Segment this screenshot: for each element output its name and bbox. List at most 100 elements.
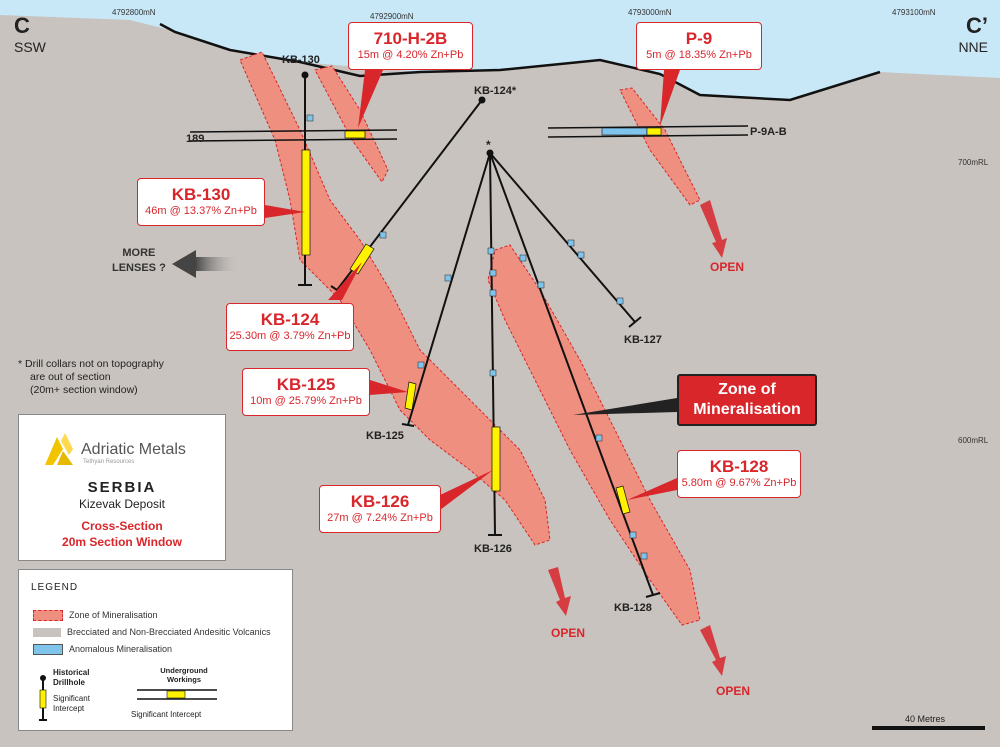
label-kb124-collar: KB-124*	[474, 85, 517, 97]
zone-of-mineralisation-label: Zone of Mineralisation	[677, 374, 817, 426]
callout-kb125-title: KB-125	[276, 375, 336, 394]
tick-rl-600: 600mRL	[958, 436, 989, 445]
label-kb128: KB-128	[614, 602, 652, 614]
section-start-direction: SSW	[14, 39, 46, 55]
callout-710-title: 710-H-2B	[373, 29, 448, 48]
legend-drillhole-symbol	[37, 666, 97, 726]
anomalous-p9	[601, 127, 648, 136]
callout-p9: P-9 5m @ 18.35% Zn+Pb	[636, 22, 762, 70]
legend-volcanics-label: Brecciated and Non-Brecciated Andesitic …	[67, 627, 271, 637]
collar-note: * Drill collars not on topography are ou…	[18, 358, 164, 397]
legend-volcanics-swatch	[33, 628, 61, 638]
open-label-2: OPEN	[551, 626, 586, 640]
callout-kb128: KB-128 5.80m @ 9.67% Zn+Pb	[677, 450, 801, 498]
legend-historical-label: Historical Drillhole	[53, 668, 89, 688]
tick-northing-3: 4793000mN	[628, 8, 672, 17]
collar-note-line3: (20m+ section window)	[30, 384, 138, 396]
legend-title: LEGEND	[31, 582, 79, 593]
section-start-letter: C	[14, 13, 30, 38]
legend-significant-line1: Significant	[53, 694, 90, 703]
intercept-kb128	[615, 485, 631, 515]
label-kb127: KB-127	[624, 334, 662, 346]
callout-kb128-title: KB-128	[709, 457, 769, 476]
section-end-label: C’ NNE	[958, 14, 988, 56]
legend-historical-line2: Drillhole	[53, 678, 86, 687]
callout-kb125: KB-125 10m @ 25.79% Zn+Pb	[242, 368, 370, 416]
callout-kb130-title: KB-130	[171, 185, 231, 204]
intercept-kb125	[404, 381, 417, 411]
zone-line1: Zone of	[718, 381, 776, 398]
open-arrow-kb128	[700, 625, 726, 676]
label-level-189: 189	[186, 133, 205, 145]
section-start-label: C SSW	[14, 14, 46, 56]
title-deposit: Kizevak Deposit	[78, 497, 166, 511]
topography-line	[159, 22, 881, 102]
collar-note-line2: are out of section	[30, 371, 111, 383]
callout-kb124-result: 25.30m @ 3.79% Zn+Pb	[229, 330, 351, 342]
legend-anomalous-label: Anomalous Mineralisation	[69, 644, 173, 654]
legend-anomalous-row: Anomalous Mineralisation	[33, 644, 173, 656]
title-country: SERBIA	[87, 479, 157, 496]
legend-underground-line1: Underground	[160, 666, 208, 675]
callout-kb130: KB-130 46m @ 13.37% Zn+Pb	[137, 178, 265, 226]
zone-line2: Mineralisation	[693, 401, 801, 418]
tick-northing-1: 4792800mN	[112, 8, 156, 17]
label-kb126: KB-126	[474, 543, 512, 555]
zone-lens-p9	[619, 87, 701, 206]
callout-p9-title: P-9	[685, 29, 713, 48]
legend-underground-label: Underground Workings	[149, 666, 219, 684]
callout-kb130-result: 46m @ 13.37% Zn+Pb	[145, 205, 257, 217]
legend-underground-significant: Significant Intercept	[131, 710, 202, 719]
label-kb125: KB-125	[366, 430, 404, 442]
legend-zone-row: Zone of Mineralisation	[33, 610, 158, 622]
callout-kb128-result: 5.80m @ 9.67% Zn+Pb	[681, 477, 797, 489]
open-arrow-kb126	[548, 567, 571, 616]
logo-tagline: Tethyan Resources	[83, 459, 135, 465]
intercept-710	[344, 130, 366, 139]
label-star: *	[486, 138, 491, 152]
more-lenses-label: MORE LENSES ?	[112, 246, 166, 276]
open-label-1: OPEN	[710, 260, 745, 274]
section-end-letter: C’	[966, 13, 988, 38]
label-p9ab: P-9A-B	[750, 126, 787, 138]
title-block: Adriatic Metals Tethyan Resources SERBIA…	[18, 414, 226, 561]
section-end-direction: NNE	[958, 39, 988, 55]
label-kb130: KB-130	[282, 54, 320, 66]
callout-p9-result: 5m @ 18.35% Zn+Pb	[646, 49, 752, 61]
intercept-p9	[646, 127, 662, 136]
logo-name: Adriatic Metals	[81, 441, 186, 458]
zone-lens-kb130	[239, 51, 551, 546]
callout-710-result: 15m @ 4.20% Zn+Pb	[357, 49, 464, 61]
adriatic-metals-logo-icon	[39, 429, 79, 469]
legend-significant-label: Significant Intercept	[53, 694, 90, 714]
intercept-kb130	[301, 149, 311, 256]
title-cross-section: Cross-Section	[81, 519, 163, 533]
legend-volcanics-row: Brecciated and Non-Brecciated Andesitic …	[33, 627, 271, 638]
legend-historical-line1: Historical	[53, 668, 90, 677]
callout-kb124-title: KB-124	[260, 310, 320, 329]
callout-kb126: KB-126 27m @ 7.24% Zn+Pb	[319, 485, 441, 533]
open-label-3: OPEN	[716, 684, 751, 698]
scale-label: 40 Metres	[905, 714, 946, 724]
callout-kb126-title: KB-126	[350, 492, 410, 511]
callout-710-h-2b: 710-H-2B 15m @ 4.20% Zn+Pb	[348, 22, 473, 70]
tick-rl-700: 700mRL	[958, 158, 989, 167]
collar-note-line1: * Drill collars not on topography	[18, 358, 164, 370]
legend-workings-symbol	[137, 686, 217, 706]
tick-northing-2: 4792900mN	[370, 12, 414, 21]
legend-zone-label: Zone of Mineralisation	[69, 610, 158, 620]
title-section-window: 20m Section Window	[62, 535, 182, 549]
legend-underground-line2: Workings	[166, 675, 202, 684]
legend-significant-line2: Intercept	[53, 704, 85, 713]
callout-kb126-result: 27m @ 7.24% Zn+Pb	[327, 512, 433, 524]
more-lenses-line1: MORE	[122, 247, 156, 259]
open-arrow-p9	[700, 200, 727, 258]
tick-northing-4: 4793100mN	[892, 8, 936, 17]
intercept-kb126	[491, 426, 501, 492]
more-lenses-line2: LENSES ?	[112, 262, 166, 274]
legend-zone-swatch	[33, 610, 63, 622]
legend: LEGEND Zone of Mineralisation Brecciated…	[18, 569, 293, 731]
intercept-kb124	[349, 243, 375, 275]
callout-kb125-result: 10m @ 25.79% Zn+Pb	[250, 395, 362, 407]
